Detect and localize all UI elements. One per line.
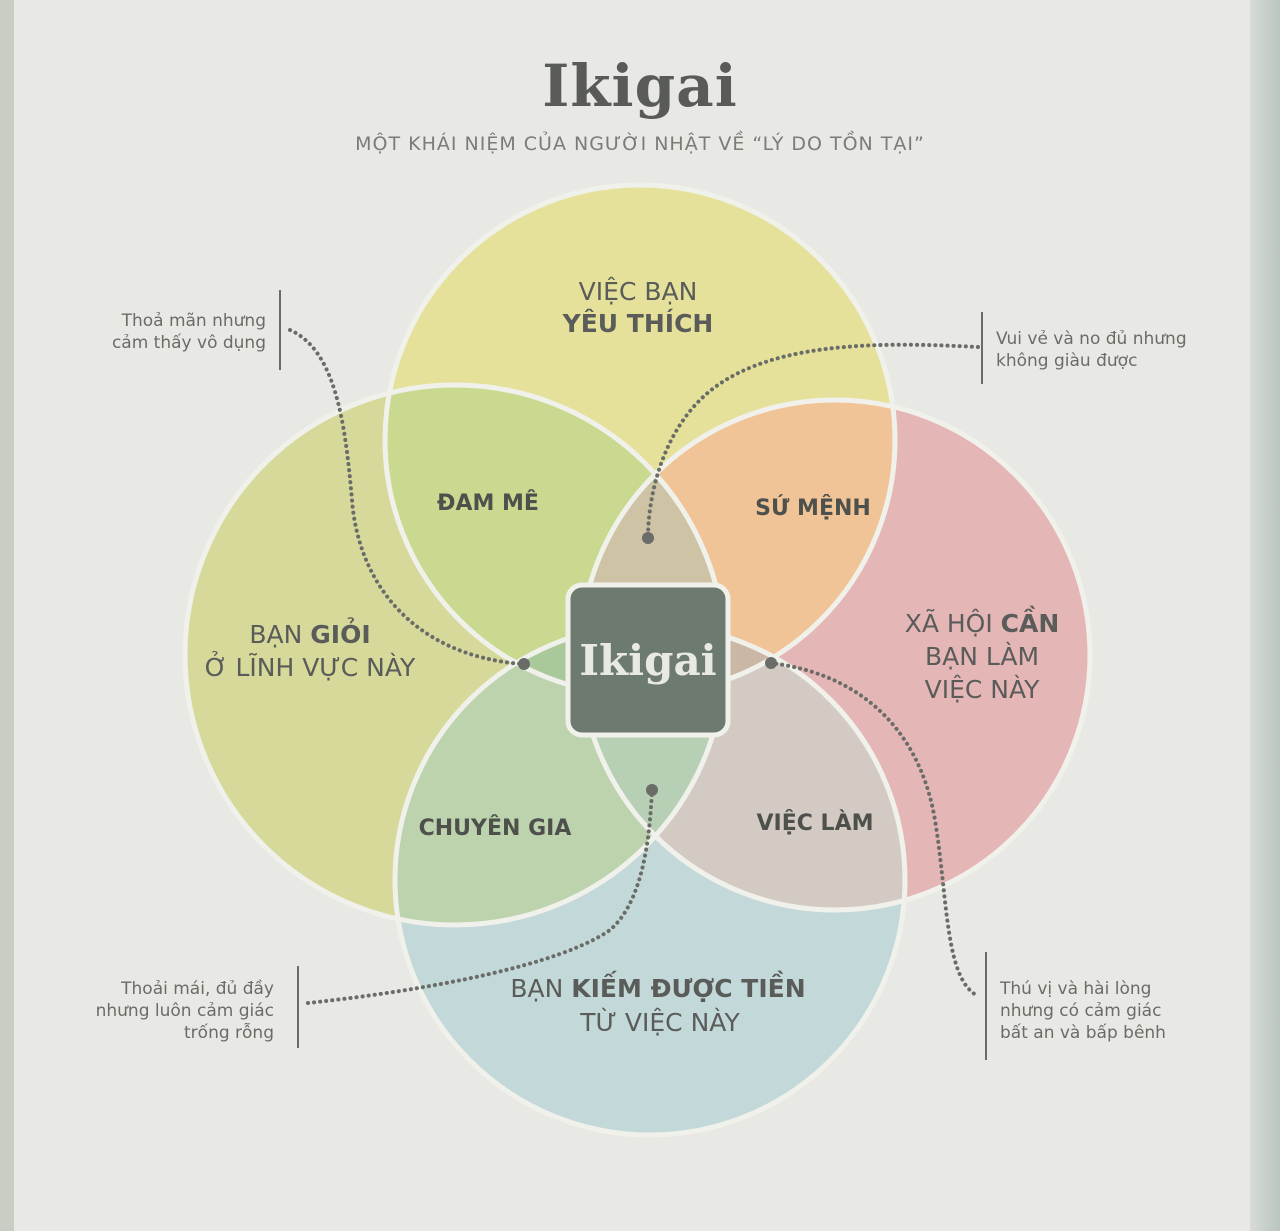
note-bottom-left-line3: trống rỗng (184, 1023, 274, 1043)
page-title: Ikigai (542, 52, 738, 120)
note-top-left: Thoả mãn nhưng cảm thấy vô dụng (70, 310, 266, 354)
note-bottom-right: Thú vị và hài lòng nhưng có cảm giác bất… (1000, 978, 1230, 1044)
note-top-right-line2: không giàu được (996, 351, 1138, 371)
label-world-needs-line1: XÃ HỘI CẦN (905, 605, 1060, 638)
leader-bottom-right (768, 661, 980, 998)
label-paid-for-bold: KIẾM ĐƯỢC TIỀN (571, 970, 805, 1003)
label-vocation: VIỆC LÀM (757, 809, 874, 836)
label-good-at-bold: GIỎI (310, 616, 370, 649)
note-top-right-bar (981, 312, 983, 384)
label-paid-for-line2: TỪ VIỆC NÀY (579, 1007, 740, 1037)
label-paid-for-plain: BẠN (510, 974, 571, 1003)
note-bottom-right-line1: Thú vị và hài lòng (1000, 979, 1152, 999)
label-world-needs-line3: VIỆC NÀY (925, 675, 1041, 704)
label-good-at-line2: Ở LĨNH VỰC NÀY (205, 651, 416, 682)
note-bottom-right-bar (985, 952, 987, 1060)
label-world-needs-line2: BẠN LÀM (925, 642, 1039, 671)
note-bottom-right-line2: nhưng có cảm giác (1000, 1001, 1162, 1021)
label-good-at-line1: BẠN GIỎI (249, 616, 370, 649)
label-love-line1: VIỆC BẠN (579, 277, 698, 306)
dot-top-right-end (642, 532, 654, 544)
dot-bottom-left-end (646, 784, 658, 796)
note-bottom-right-line3: bất an và bấp bênh (1000, 1023, 1166, 1043)
center-label: Ikigai (579, 636, 716, 685)
label-paid-for-line1: BẠN KIẾM ĐƯỢC TIỀN (510, 970, 805, 1003)
note-bottom-left-bar (297, 966, 299, 1048)
note-top-right: Vui vẻ và no đủ nhưng không giàu được (996, 328, 1236, 372)
leader-bottom-left (306, 788, 654, 1005)
label-world-needs-plain: XÃ HỘI (905, 608, 1001, 638)
note-top-right-line1: Vui vẻ và no đủ nhưng (996, 329, 1187, 349)
center-box (565, 582, 731, 738)
note-top-left-bar (279, 290, 281, 370)
page-edge (1250, 0, 1280, 1231)
note-top-left-line2: cảm thấy vô dụng (111, 333, 266, 353)
leader-top-right (646, 342, 980, 540)
dot-top-left-end (518, 658, 530, 670)
label-profession: CHUYÊN GIA (419, 815, 572, 841)
note-bottom-left-line1: Thoải mái, đủ đầy (121, 979, 274, 999)
note-bottom-left-line2: nhưng luôn cảm giác (95, 1001, 274, 1021)
note-bottom-left: Thoải mái, đủ đầy nhưng luôn cảm giác tr… (54, 978, 274, 1044)
label-passion: ĐAM MÊ (437, 490, 539, 516)
dot-bottom-right-end (765, 657, 777, 669)
note-top-left-line1: Thoả mãn nhưng (121, 311, 266, 331)
label-mission: SỨ MỆNH (755, 494, 871, 521)
label-world-needs-bold: CẦN (1001, 605, 1060, 638)
label-love-line2: YÊU THÍCH (562, 309, 714, 338)
leader-top-left (288, 328, 524, 666)
label-good-at-plain: BẠN (249, 620, 310, 649)
page-subtitle: MỘT KHÁI NIỆM CỦA NGƯỜI NHẬT VỀ “LÝ DO T… (355, 133, 925, 155)
